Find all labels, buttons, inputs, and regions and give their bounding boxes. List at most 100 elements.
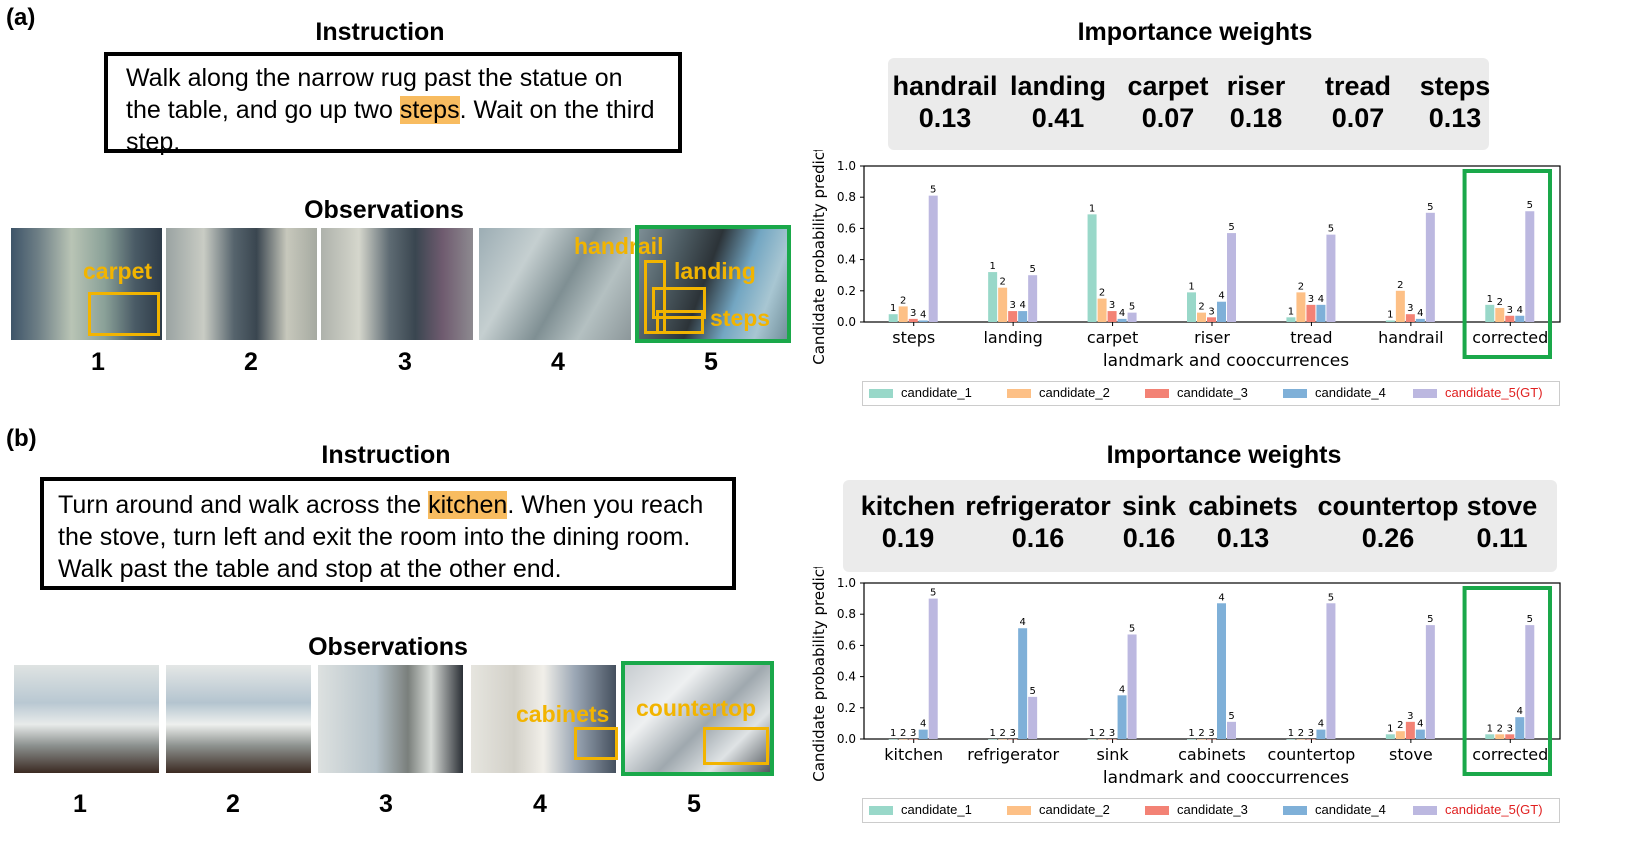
bar-label: 2 bbox=[1298, 728, 1304, 739]
bar-label: 2 bbox=[900, 295, 906, 306]
steps-bbox bbox=[656, 310, 704, 334]
x-tick-label: kitchen bbox=[884, 745, 943, 764]
bar-label: 5 bbox=[1228, 222, 1234, 233]
bar bbox=[1207, 317, 1216, 322]
bar-label: 3 bbox=[1407, 711, 1413, 722]
bar bbox=[898, 739, 908, 740]
bar-label: 5 bbox=[930, 185, 936, 196]
observation-number: 5 bbox=[704, 348, 718, 376]
observation-image-b3 bbox=[318, 665, 463, 773]
observation-number: 5 bbox=[687, 790, 701, 818]
legend-item: candidate_2 bbox=[1007, 802, 1110, 817]
bar bbox=[1415, 729, 1425, 739]
y-tick-label: 0.0 bbox=[837, 315, 856, 329]
bar bbox=[1107, 311, 1117, 322]
bar bbox=[918, 729, 928, 739]
bar-label: 3 bbox=[1308, 294, 1314, 305]
bar-label: 4 bbox=[1417, 719, 1423, 730]
bar-label: 5 bbox=[1228, 711, 1234, 722]
bar-label: 4 bbox=[1318, 719, 1324, 730]
y-tick-label: 1.0 bbox=[837, 159, 856, 173]
bar bbox=[1425, 625, 1435, 739]
bar-label: 5 bbox=[1328, 224, 1334, 235]
bar bbox=[1395, 290, 1405, 322]
observation-image-b1 bbox=[14, 665, 159, 773]
handrail-bbox bbox=[644, 260, 666, 334]
x-tick-label: handrail bbox=[1378, 328, 1444, 347]
bar bbox=[1217, 301, 1226, 322]
bar bbox=[1286, 317, 1296, 322]
bar bbox=[1197, 739, 1206, 740]
bar-label: 3 bbox=[1109, 728, 1115, 739]
bar bbox=[1197, 312, 1206, 322]
bar-label: 2 bbox=[1099, 288, 1105, 299]
obs-label-cabinets: cabinets bbox=[516, 701, 610, 727]
bar-label: 1 bbox=[1188, 281, 1194, 292]
bar bbox=[1525, 211, 1535, 322]
observation-number: 3 bbox=[379, 790, 393, 818]
observation-number: 4 bbox=[551, 348, 565, 376]
corrected-highlight-frame bbox=[1462, 169, 1552, 359]
y-axis-label: Candidate probability prediction bbox=[810, 567, 828, 782]
bar-label: 3 bbox=[1208, 728, 1214, 739]
instruction-title-b: Instruction bbox=[321, 441, 451, 469]
bar-label: 2 bbox=[900, 728, 906, 739]
bar-label: 4 bbox=[920, 719, 926, 730]
observation-number: 2 bbox=[226, 790, 240, 818]
bar-label: 1 bbox=[1089, 203, 1095, 214]
bar bbox=[1008, 311, 1018, 322]
bar bbox=[1117, 695, 1127, 739]
instruction-highlight-a: steps bbox=[399, 96, 460, 124]
bar-label: 5 bbox=[1029, 264, 1035, 275]
legend-item: candidate_3 bbox=[1145, 802, 1248, 817]
cabinets-bbox bbox=[574, 727, 618, 760]
bar bbox=[1485, 734, 1495, 739]
observation-image-b4 bbox=[471, 665, 616, 773]
bar bbox=[888, 739, 898, 740]
observation-image-b5 bbox=[625, 665, 771, 773]
x-tick-label: riser bbox=[1194, 328, 1230, 347]
bar-label: 3 bbox=[1507, 305, 1513, 316]
weights-title-b: Importance weights bbox=[1106, 441, 1342, 469]
legend-item: candidate_1 bbox=[869, 385, 972, 400]
bar-label: 1 bbox=[1487, 294, 1493, 305]
bar-label: 2 bbox=[1497, 723, 1503, 734]
bar bbox=[1405, 721, 1415, 739]
bar bbox=[1217, 603, 1226, 739]
observation-image-b2 bbox=[166, 665, 311, 773]
instruction-text-a: Walk along the narrow rug past the statu… bbox=[126, 64, 623, 124]
bar-label: 5 bbox=[1129, 302, 1135, 313]
bar bbox=[998, 739, 1008, 740]
carpet-bbox bbox=[88, 292, 160, 336]
bar bbox=[1495, 307, 1505, 322]
bar-label: 2 bbox=[1298, 281, 1304, 292]
bar bbox=[1326, 603, 1336, 739]
bar bbox=[1515, 717, 1525, 739]
instruction-box-a: Walk along the narrow rug past the statu… bbox=[104, 52, 682, 156]
bar bbox=[1505, 734, 1515, 739]
instruction-title-a: Instruction bbox=[315, 18, 445, 46]
bar bbox=[1306, 304, 1316, 322]
bar bbox=[1018, 628, 1028, 739]
bar bbox=[998, 287, 1008, 322]
plot-frame bbox=[863, 165, 1561, 323]
y-tick-label: 1.0 bbox=[837, 576, 856, 590]
x-tick-label: sink bbox=[1096, 745, 1129, 764]
gt-observation-frame-b bbox=[621, 661, 774, 776]
y-tick-label: 0.4 bbox=[837, 670, 856, 684]
plot-frame bbox=[863, 582, 1561, 740]
x-tick-label: countertop bbox=[1268, 745, 1356, 764]
bar-label: 3 bbox=[1308, 728, 1314, 739]
observation-image-a2 bbox=[166, 228, 317, 340]
x-axis-label: landmark and cooccurrences bbox=[1103, 351, 1349, 371]
bar-label: 3 bbox=[1208, 306, 1214, 317]
bar bbox=[1405, 314, 1415, 322]
bar-label: 2 bbox=[999, 728, 1005, 739]
bar-label: 4 bbox=[1218, 291, 1224, 302]
